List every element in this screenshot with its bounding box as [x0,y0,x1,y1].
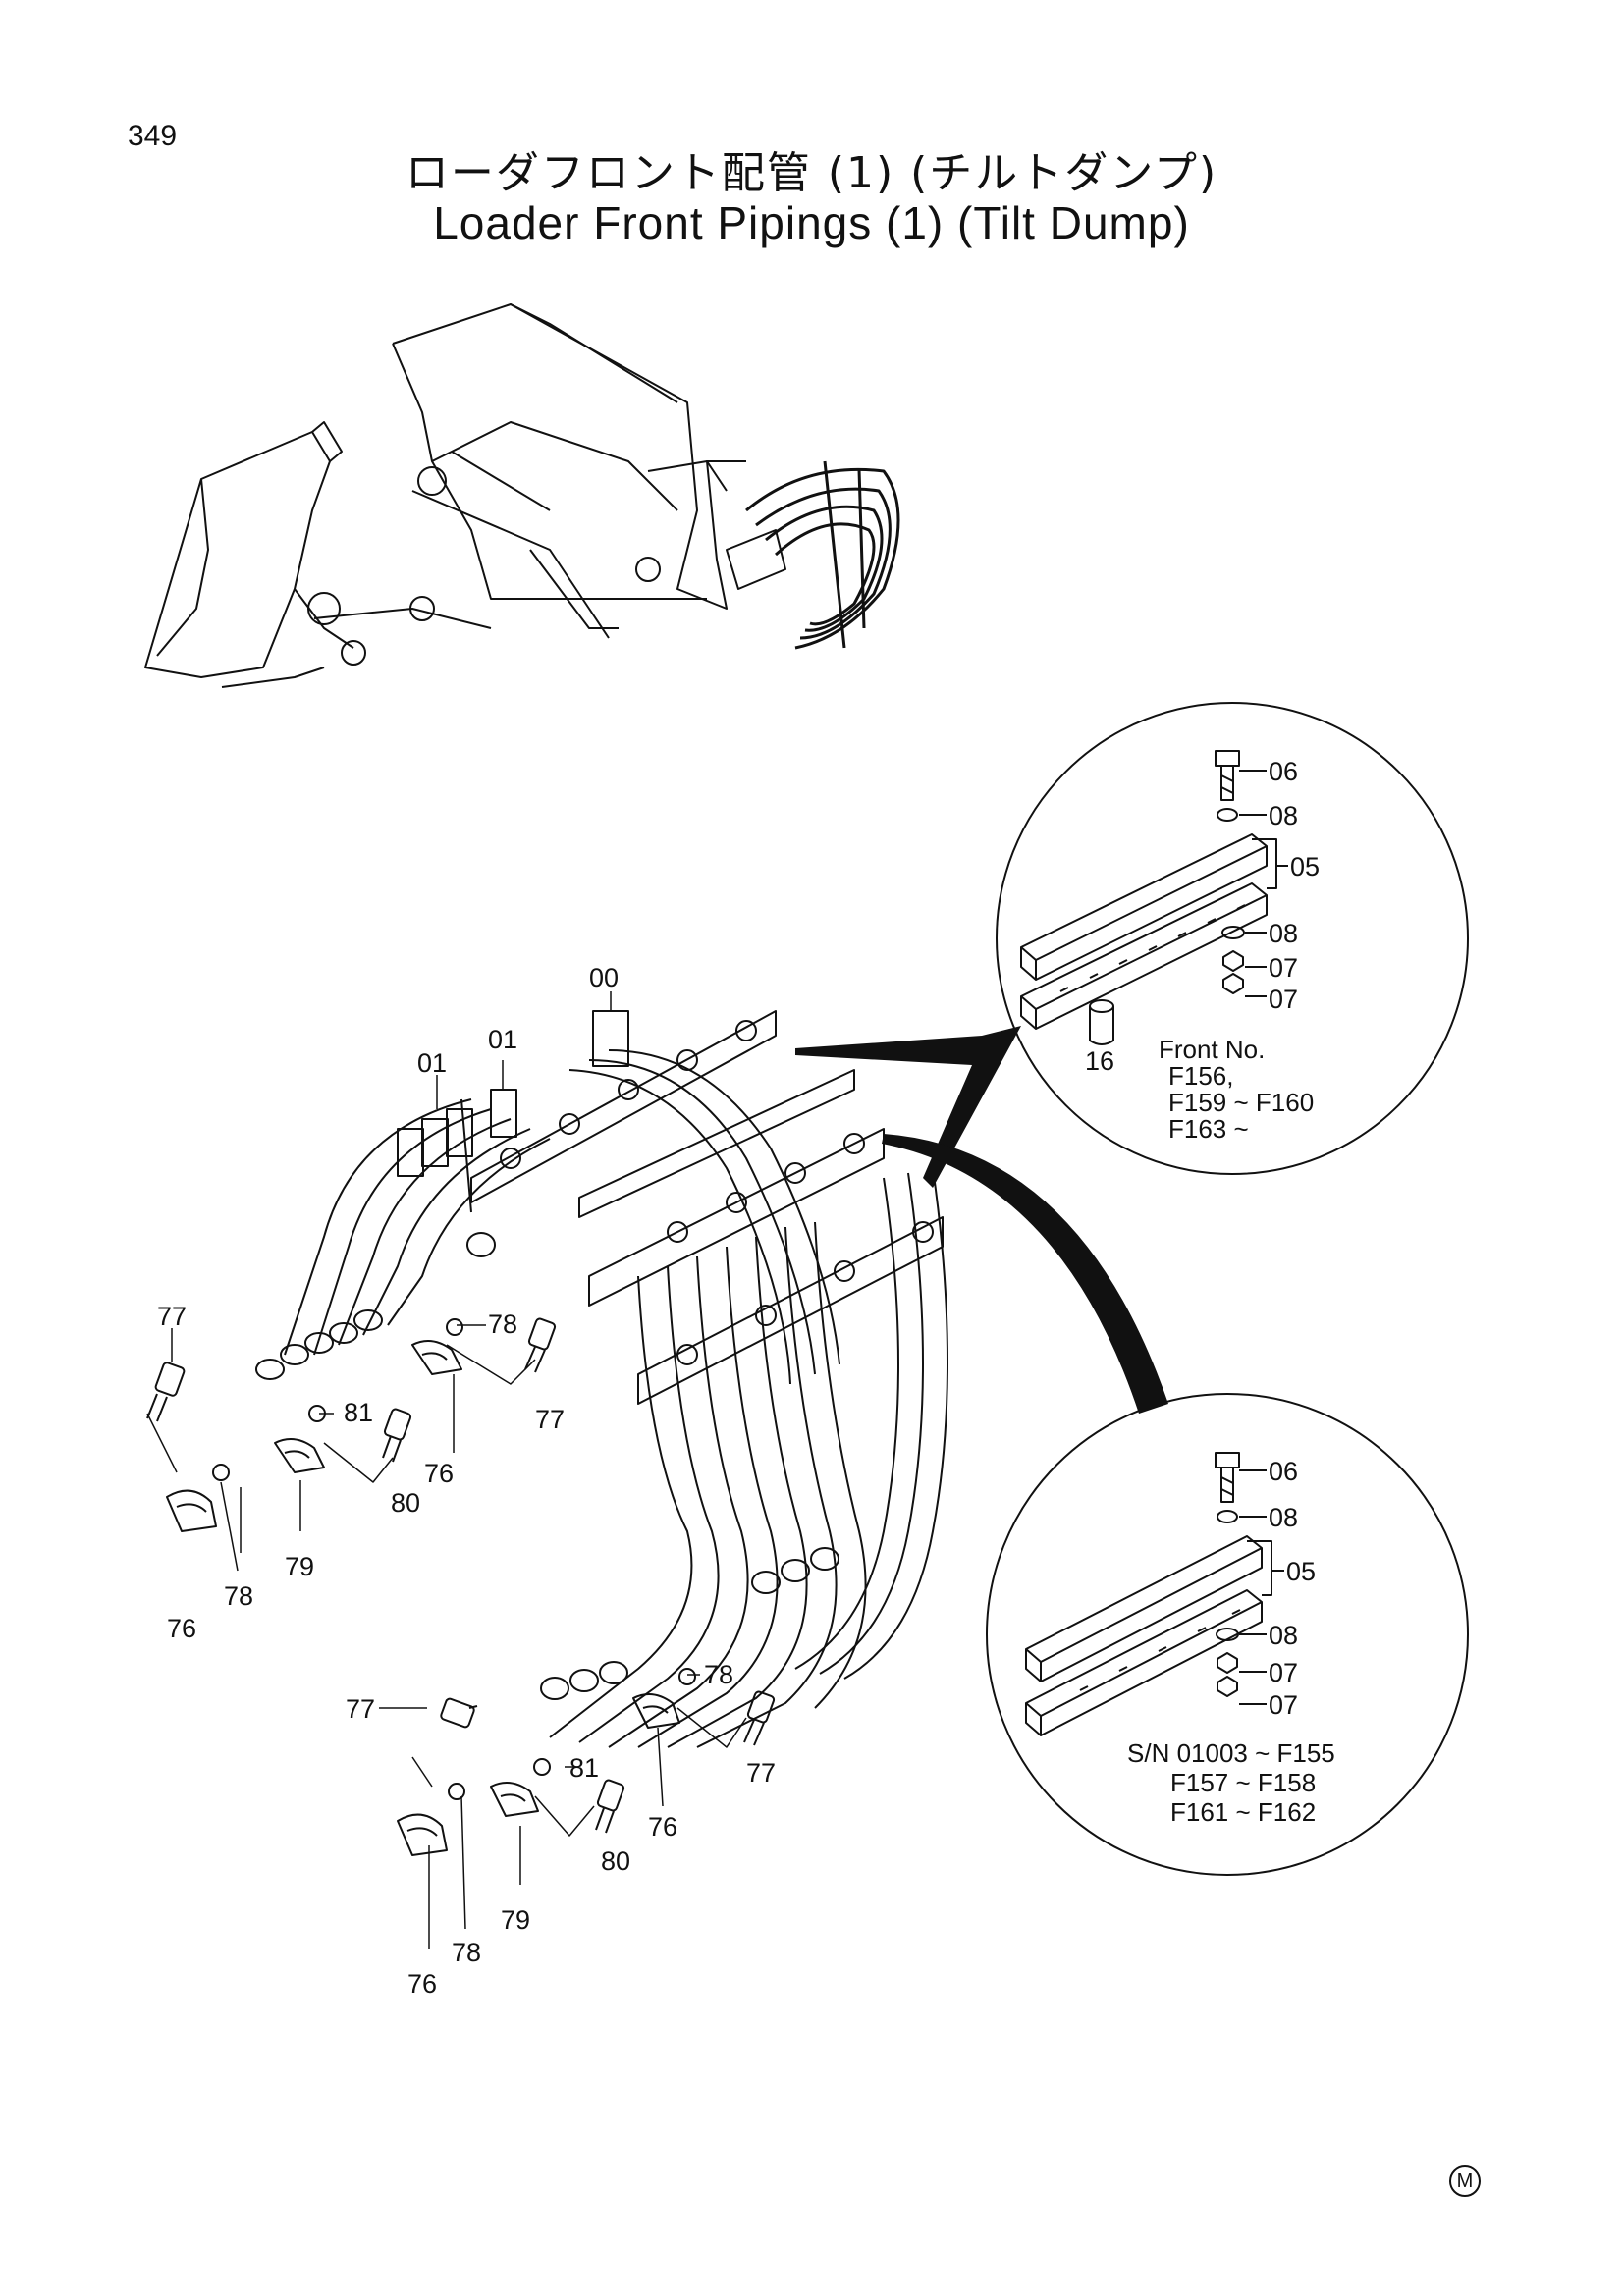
label-06-top: 06 [1269,757,1298,786]
label-08a-bottom: 08 [1269,1503,1298,1532]
label-05-bottom: 05 [1286,1557,1316,1586]
nut-icon-07a-top [1222,950,1244,972]
note-bottom-line3: F161 ~ F162 [1170,1797,1316,1827]
label-77b: 77 [535,1405,565,1434]
label-76c: 76 [648,1812,677,1842]
fittings-upper [146,1317,557,1532]
label-80b: 80 [601,1846,630,1876]
page-title-japanese: ローダフロント配管 (1) (チルトダンプ) [405,148,1218,198]
label-08b-bottom: 08 [1269,1621,1298,1650]
note-bottom-line1: S/N 01003 ~ F155 [1127,1738,1335,1768]
label-78a: 78 [488,1309,517,1339]
detail-bottom-parts [1025,1452,1284,1736]
detail-circle-top [996,702,1469,1175]
label-01a: 01 [417,1048,447,1078]
label-78b: 78 [224,1581,253,1611]
label-08b-top: 08 [1269,919,1298,948]
label-16-top: 16 [1085,1046,1114,1076]
label-76b: 76 [167,1614,196,1643]
bolt-icon-06-bottom [1215,1452,1240,1503]
label-06-bottom: 06 [1269,1457,1298,1486]
bolt-icon-77b [524,1317,557,1373]
washer-icon-08b-top [1221,926,1245,939]
leader-lines [146,991,747,1949]
bolt-icon-77a [146,1362,186,1422]
pointer-arrow-top [795,1026,1021,1188]
main-labels: 00 01 01 77 78 77 81 76 80 79 78 76 78 7… [157,963,776,1999]
bolt-icon-06-top [1215,750,1240,801]
detail-bottom-labels: 06 08 05 08 07 07 S/N 01003 ~ F155 F157 … [1127,1457,1335,1827]
pipe-harness [255,1010,948,1748]
label-81b: 81 [569,1753,599,1783]
label-78d: 78 [452,1938,481,1967]
nut-icon-07b-bottom [1217,1676,1238,1697]
nut-icon-07b-top [1222,973,1244,994]
washer-icon-08b-bottom [1216,1628,1239,1641]
loader-overview-sketch [144,303,900,688]
label-77a: 77 [157,1302,187,1331]
label-76d: 76 [407,1969,437,1999]
bolt-icon-80a [382,1408,412,1463]
label-08a-top: 08 [1269,801,1298,830]
label-79a: 79 [285,1552,314,1581]
pointer-arrow-bottom [882,1134,1168,1414]
note-top-line1: Front No. [1159,1035,1265,1064]
label-07b-top: 07 [1269,985,1298,1014]
maker-mark-icon: M [1449,2165,1481,2197]
note-top-line4: F163 ~ [1168,1114,1249,1144]
spacer-icon-16 [1089,1006,1114,1045]
bolt-icon-77d [743,1690,776,1746]
fittings-lower [397,1668,776,1856]
label-81a: 81 [344,1398,373,1427]
detail-top-labels: 06 08 05 08 07 07 16 Front No. F156, F15… [1085,757,1320,1144]
label-07a-top: 07 [1269,953,1298,983]
label-05-top: 05 [1290,852,1320,881]
detail-top-parts [1020,750,1288,1045]
label-76a: 76 [424,1459,454,1488]
label-77d: 77 [746,1758,776,1788]
label-01b: 01 [488,1025,517,1054]
note-top-line2: F156, [1168,1061,1234,1091]
page-title-english: Loader Front Pipings (1) (Tilt Dump) [433,197,1190,248]
label-79b: 79 [501,1905,530,1935]
detail-circle-bottom [986,1393,1469,1876]
bolt-icon-80b [595,1779,625,1834]
label-80a: 80 [391,1488,420,1518]
page-number: 349 [128,120,178,152]
label-77c: 77 [346,1694,375,1724]
note-bottom-line2: F157 ~ F158 [1170,1768,1316,1797]
label-07a-bottom: 07 [1269,1658,1298,1687]
label-07b-bottom: 07 [1269,1690,1298,1720]
bolt-icon-77c [440,1697,478,1729]
washer-icon-08-top [1217,808,1238,822]
washer-icon-08-bottom [1217,1510,1238,1523]
label-78c: 78 [704,1660,733,1689]
note-top-line3: F159 ~ F160 [1168,1088,1314,1117]
label-00: 00 [589,963,619,992]
nut-icon-07a-bottom [1217,1652,1238,1674]
